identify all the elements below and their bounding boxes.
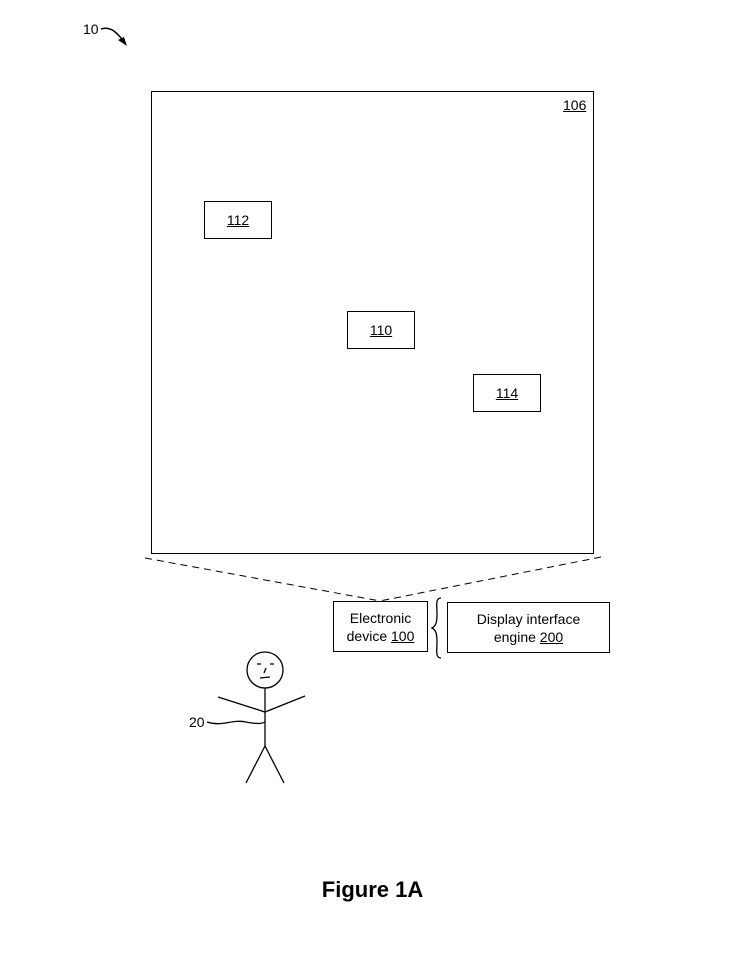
electronic-device-label-line1: Electronic bbox=[349, 609, 412, 626]
element-ref-114: 114 bbox=[495, 385, 519, 401]
display-engine-ref: 200 bbox=[539, 628, 564, 645]
electronic-device-ref: 100 bbox=[391, 627, 415, 644]
projection-line-right bbox=[379, 556, 602, 602]
figure-caption: Figure 1A bbox=[321, 877, 424, 902]
electronic-device-label-line2: device bbox=[346, 627, 391, 644]
user-arms bbox=[217, 695, 306, 713]
user-legs bbox=[245, 744, 285, 784]
curly-brace bbox=[430, 597, 442, 659]
user-ref-label: 20 bbox=[189, 714, 205, 730]
display-engine-box: Display interface engine 200 bbox=[447, 602, 610, 653]
projection-line-left bbox=[144, 557, 381, 602]
display-engine-label-line1: Display interface bbox=[476, 610, 581, 627]
figure-ref-label: 10 bbox=[83, 21, 99, 37]
display-region-ref: 106 bbox=[563, 97, 587, 113]
element-ref-110: 110 bbox=[369, 322, 393, 338]
element-box-112: 112 bbox=[204, 201, 272, 239]
user-stick-figure bbox=[217, 651, 306, 784]
element-box-114: 114 bbox=[473, 374, 541, 412]
user-leader-line bbox=[206, 720, 266, 725]
display-engine-label-line2: engine bbox=[493, 628, 540, 645]
electronic-device-box: Electronic device 100 bbox=[333, 601, 428, 652]
element-box-110: 110 bbox=[347, 311, 415, 349]
figure-ref-arrowhead bbox=[118, 37, 127, 46]
element-ref-112: 112 bbox=[226, 212, 250, 228]
